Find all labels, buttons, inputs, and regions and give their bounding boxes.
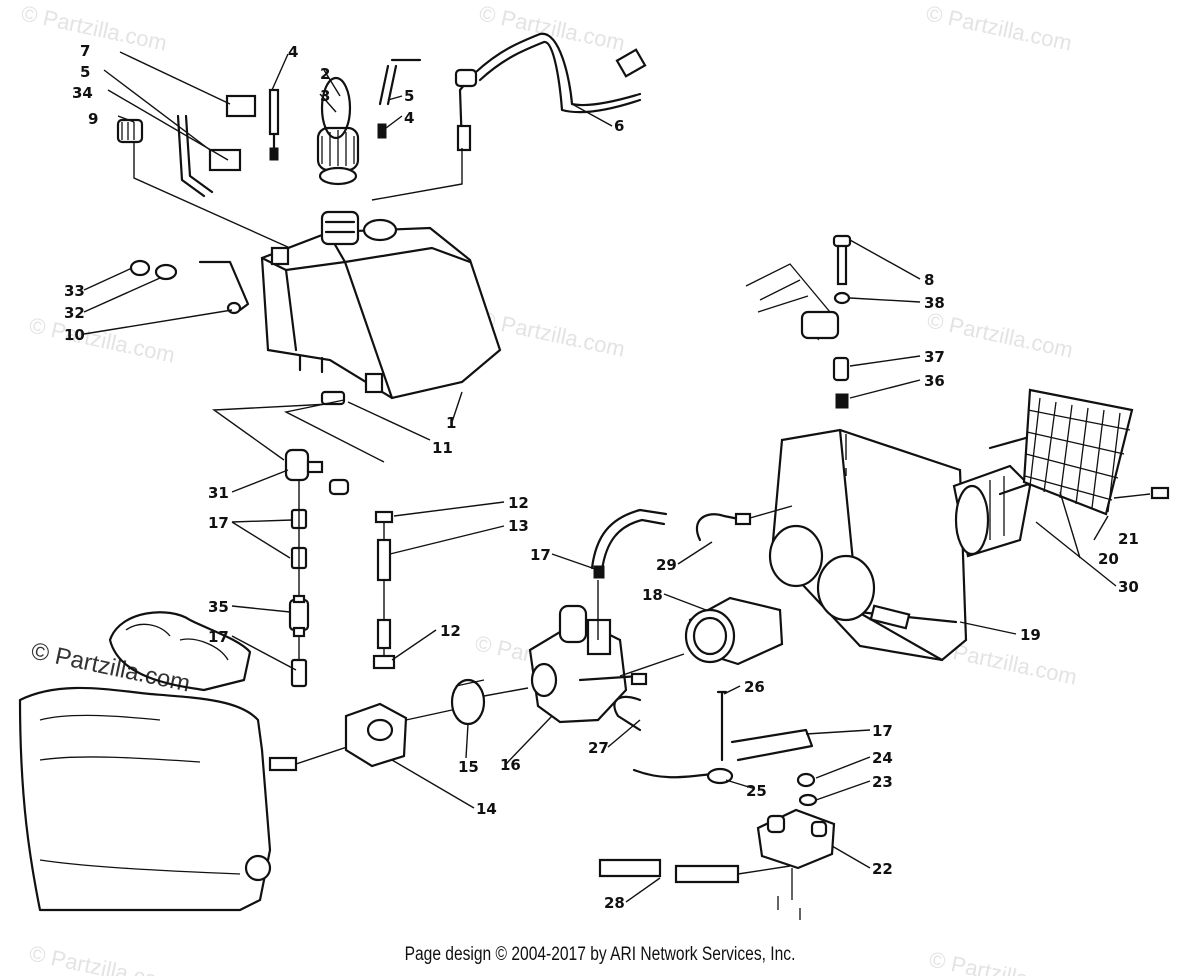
watermark: © Partzilla.com	[19, 0, 169, 55]
callout-label: 35	[208, 598, 229, 616]
tank-cap	[316, 76, 360, 186]
callout-label: 13	[508, 517, 529, 535]
left-fuel-line	[284, 448, 350, 688]
callout-labels: 7 5 34 9 4 2 3 5 4 6 33 32 10 1 11 8 38 …	[64, 42, 1139, 912]
airbox	[768, 428, 968, 662]
callout-label: 5	[404, 87, 414, 105]
fuel-pump	[598, 808, 836, 920]
callout-label: 12	[440, 622, 461, 640]
callout-label: 34	[72, 84, 93, 102]
vent-hoses	[176, 58, 422, 198]
intake-silencer	[952, 432, 1048, 558]
engine-block	[18, 611, 393, 912]
callout-label: 38	[924, 294, 945, 312]
copyright-footer: Page design © 2004-2017 by ARI Network S…	[404, 944, 796, 965]
callout-label: 31	[208, 484, 229, 502]
callout-label: 16	[500, 756, 521, 774]
callout-label: 33	[64, 282, 85, 300]
callout-label: 8	[924, 271, 934, 289]
callout-label: 36	[924, 372, 945, 390]
watermark: © Partzilla.com	[924, 0, 1074, 55]
callout-label: 15	[458, 758, 479, 776]
callout-label: 20	[1098, 550, 1119, 568]
level-sensor	[371, 32, 647, 201]
callout-label: 12	[508, 494, 529, 512]
callout-label: 5	[80, 63, 90, 81]
filler-cap	[116, 118, 291, 249]
callout-label: 19	[1020, 626, 1041, 644]
watermark: © Partzilla.com	[27, 312, 177, 367]
callout-label: 22	[872, 860, 893, 878]
callout-label: 23	[872, 773, 893, 791]
callout-label: 21	[1118, 530, 1139, 548]
tank-bracket	[129, 259, 250, 315]
callout-label: 10	[64, 326, 85, 344]
callout-label: 28	[604, 894, 625, 912]
callout-label: 6	[614, 117, 624, 135]
lower-lines	[613, 690, 818, 807]
watermark: © Partzilla.com	[477, 0, 627, 55]
callout-label: 1	[446, 414, 456, 432]
callout-label: 26	[744, 678, 765, 696]
screen-mesh	[1022, 388, 1170, 516]
callout-label: 25	[746, 782, 767, 800]
watermark: © Partzilla.com	[477, 306, 627, 361]
callout-label: 4	[288, 43, 298, 61]
callout-label: 17	[872, 722, 893, 740]
callout-label: 29	[656, 556, 677, 574]
center-fuel-line	[372, 510, 396, 670]
callout-label: 3	[320, 87, 330, 105]
callout-label: 17	[208, 628, 229, 646]
callout-label: 17	[530, 546, 551, 564]
watermark-prominent: © Partzilla.com	[29, 637, 193, 697]
hose-clip	[695, 505, 793, 542]
callout-label: 37	[924, 348, 945, 366]
callout-label: 7	[80, 42, 90, 60]
leader-lines	[83, 51, 1117, 903]
callout-label: 11	[432, 439, 453, 457]
watermark: © Partzilla.com	[925, 307, 1075, 362]
callout-label: 18	[642, 586, 663, 604]
choke-connector	[745, 234, 852, 409]
intake-boot	[684, 596, 784, 666]
callout-label: 4	[404, 109, 414, 127]
callout-label: 27	[588, 739, 609, 757]
carburetor-assembly	[344, 604, 685, 768]
oil-tank	[260, 210, 502, 400]
callout-label: 2	[320, 65, 330, 83]
callout-label: 24	[872, 749, 893, 767]
callout-label: 9	[88, 110, 98, 128]
callout-label: 14	[476, 800, 497, 818]
impulse-hose	[590, 508, 668, 640]
outlet-fitting	[211, 390, 385, 463]
callout-label: 17	[208, 514, 229, 532]
callout-label: 32	[64, 304, 85, 322]
callout-label: 30	[1118, 578, 1139, 596]
